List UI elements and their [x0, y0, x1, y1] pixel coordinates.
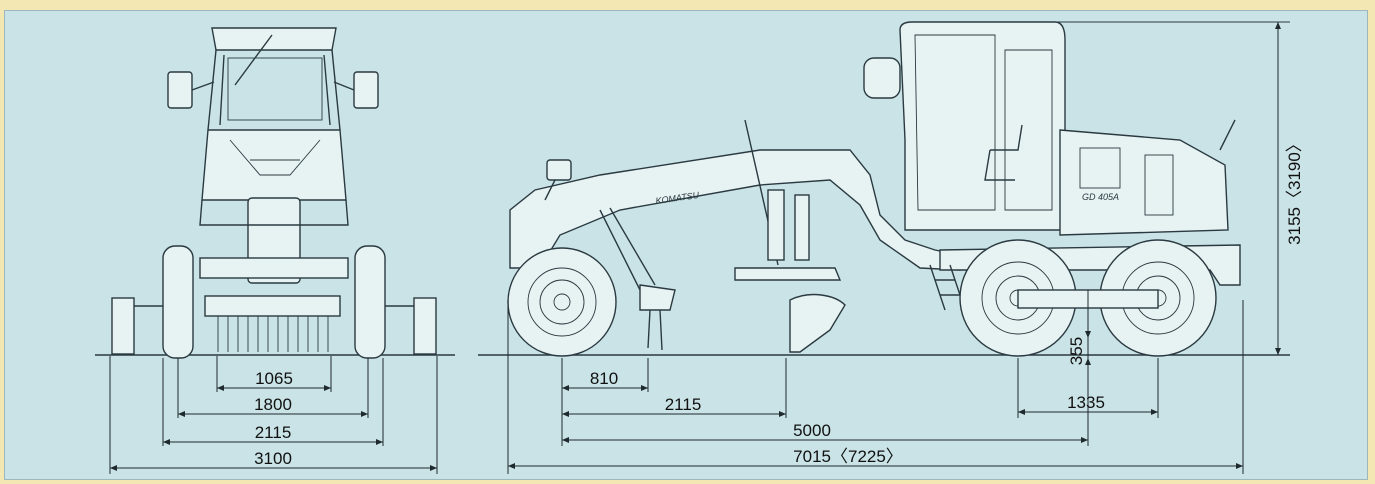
front-axle — [199, 257, 349, 279]
front-dim-1065: 1065 — [255, 369, 293, 388]
front-moldboard-right — [413, 297, 437, 355]
front-mirror-right — [353, 71, 379, 109]
side-headlight — [546, 159, 572, 181]
side-dim-3155: 3155〈3190〉 — [1285, 135, 1304, 245]
front-dim-2115: 2115 — [255, 423, 292, 442]
side-drawbar — [599, 207, 656, 291]
front-cab-pillars — [207, 49, 341, 131]
side-scarifier-tines — [647, 309, 663, 351]
front-blade-mount — [204, 295, 341, 317]
side-model-label: GD 405A — [1082, 192, 1119, 202]
side-dim-5000: 5000 — [793, 421, 831, 440]
side-lift-cylinder-2 — [794, 194, 810, 261]
side-cab-door — [1004, 49, 1053, 211]
front-cab-roof — [211, 27, 337, 51]
side-dim-1335: 1335 — [1067, 393, 1105, 412]
side-mirror — [863, 57, 901, 99]
front-body — [201, 129, 347, 201]
front-mirror-arm-right — [333, 81, 355, 91]
front-dim-3100: 3100 — [254, 449, 292, 468]
front-dim-1800: 1800 — [254, 395, 292, 414]
side-steps — [929, 264, 966, 311]
side-front-wheel — [507, 247, 617, 357]
front-mirror-arm-left — [191, 81, 215, 91]
side-dim-355: 355 — [1067, 337, 1086, 365]
side-antenna — [1219, 119, 1236, 151]
side-engine-panel — [1079, 147, 1121, 189]
side-dim-7015: 7015〈7225〉 — [793, 447, 903, 466]
side-moldboard — [789, 293, 846, 353]
side-scarifier-mount — [639, 284, 676, 311]
front-scarifier-teeth — [217, 316, 329, 352]
side-headlight-post — [544, 179, 556, 201]
side-dimensions: 810 2115 5000 7015〈7225〉 1335 355 3155〈3… — [507, 22, 1304, 474]
front-body-detail — [229, 139, 321, 176]
front-dimensions: 1065 1800 2115 3100 — [109, 356, 438, 474]
front-windshield — [227, 57, 323, 121]
front-mirror-left — [167, 71, 193, 109]
side-engine-grille — [1144, 154, 1174, 216]
side-lift-cylinder — [767, 189, 785, 261]
side-cab-window-front — [914, 34, 996, 211]
side-engine-hood — [1059, 129, 1229, 236]
side-view: KOMATSU GD 405A — [478, 21, 1290, 357]
front-frame — [199, 199, 349, 226]
front-view — [95, 27, 455, 359]
front-wiper — [234, 34, 273, 86]
side-cab — [899, 21, 1066, 231]
front-wheel-left — [162, 245, 194, 359]
side-dim-2115: 2115 — [665, 395, 702, 414]
front-moldboard-left — [111, 297, 135, 355]
side-dim-810: 810 — [590, 369, 618, 388]
front-wheel-right — [354, 245, 386, 359]
side-seat — [984, 124, 1023, 181]
side-circle — [734, 267, 842, 281]
